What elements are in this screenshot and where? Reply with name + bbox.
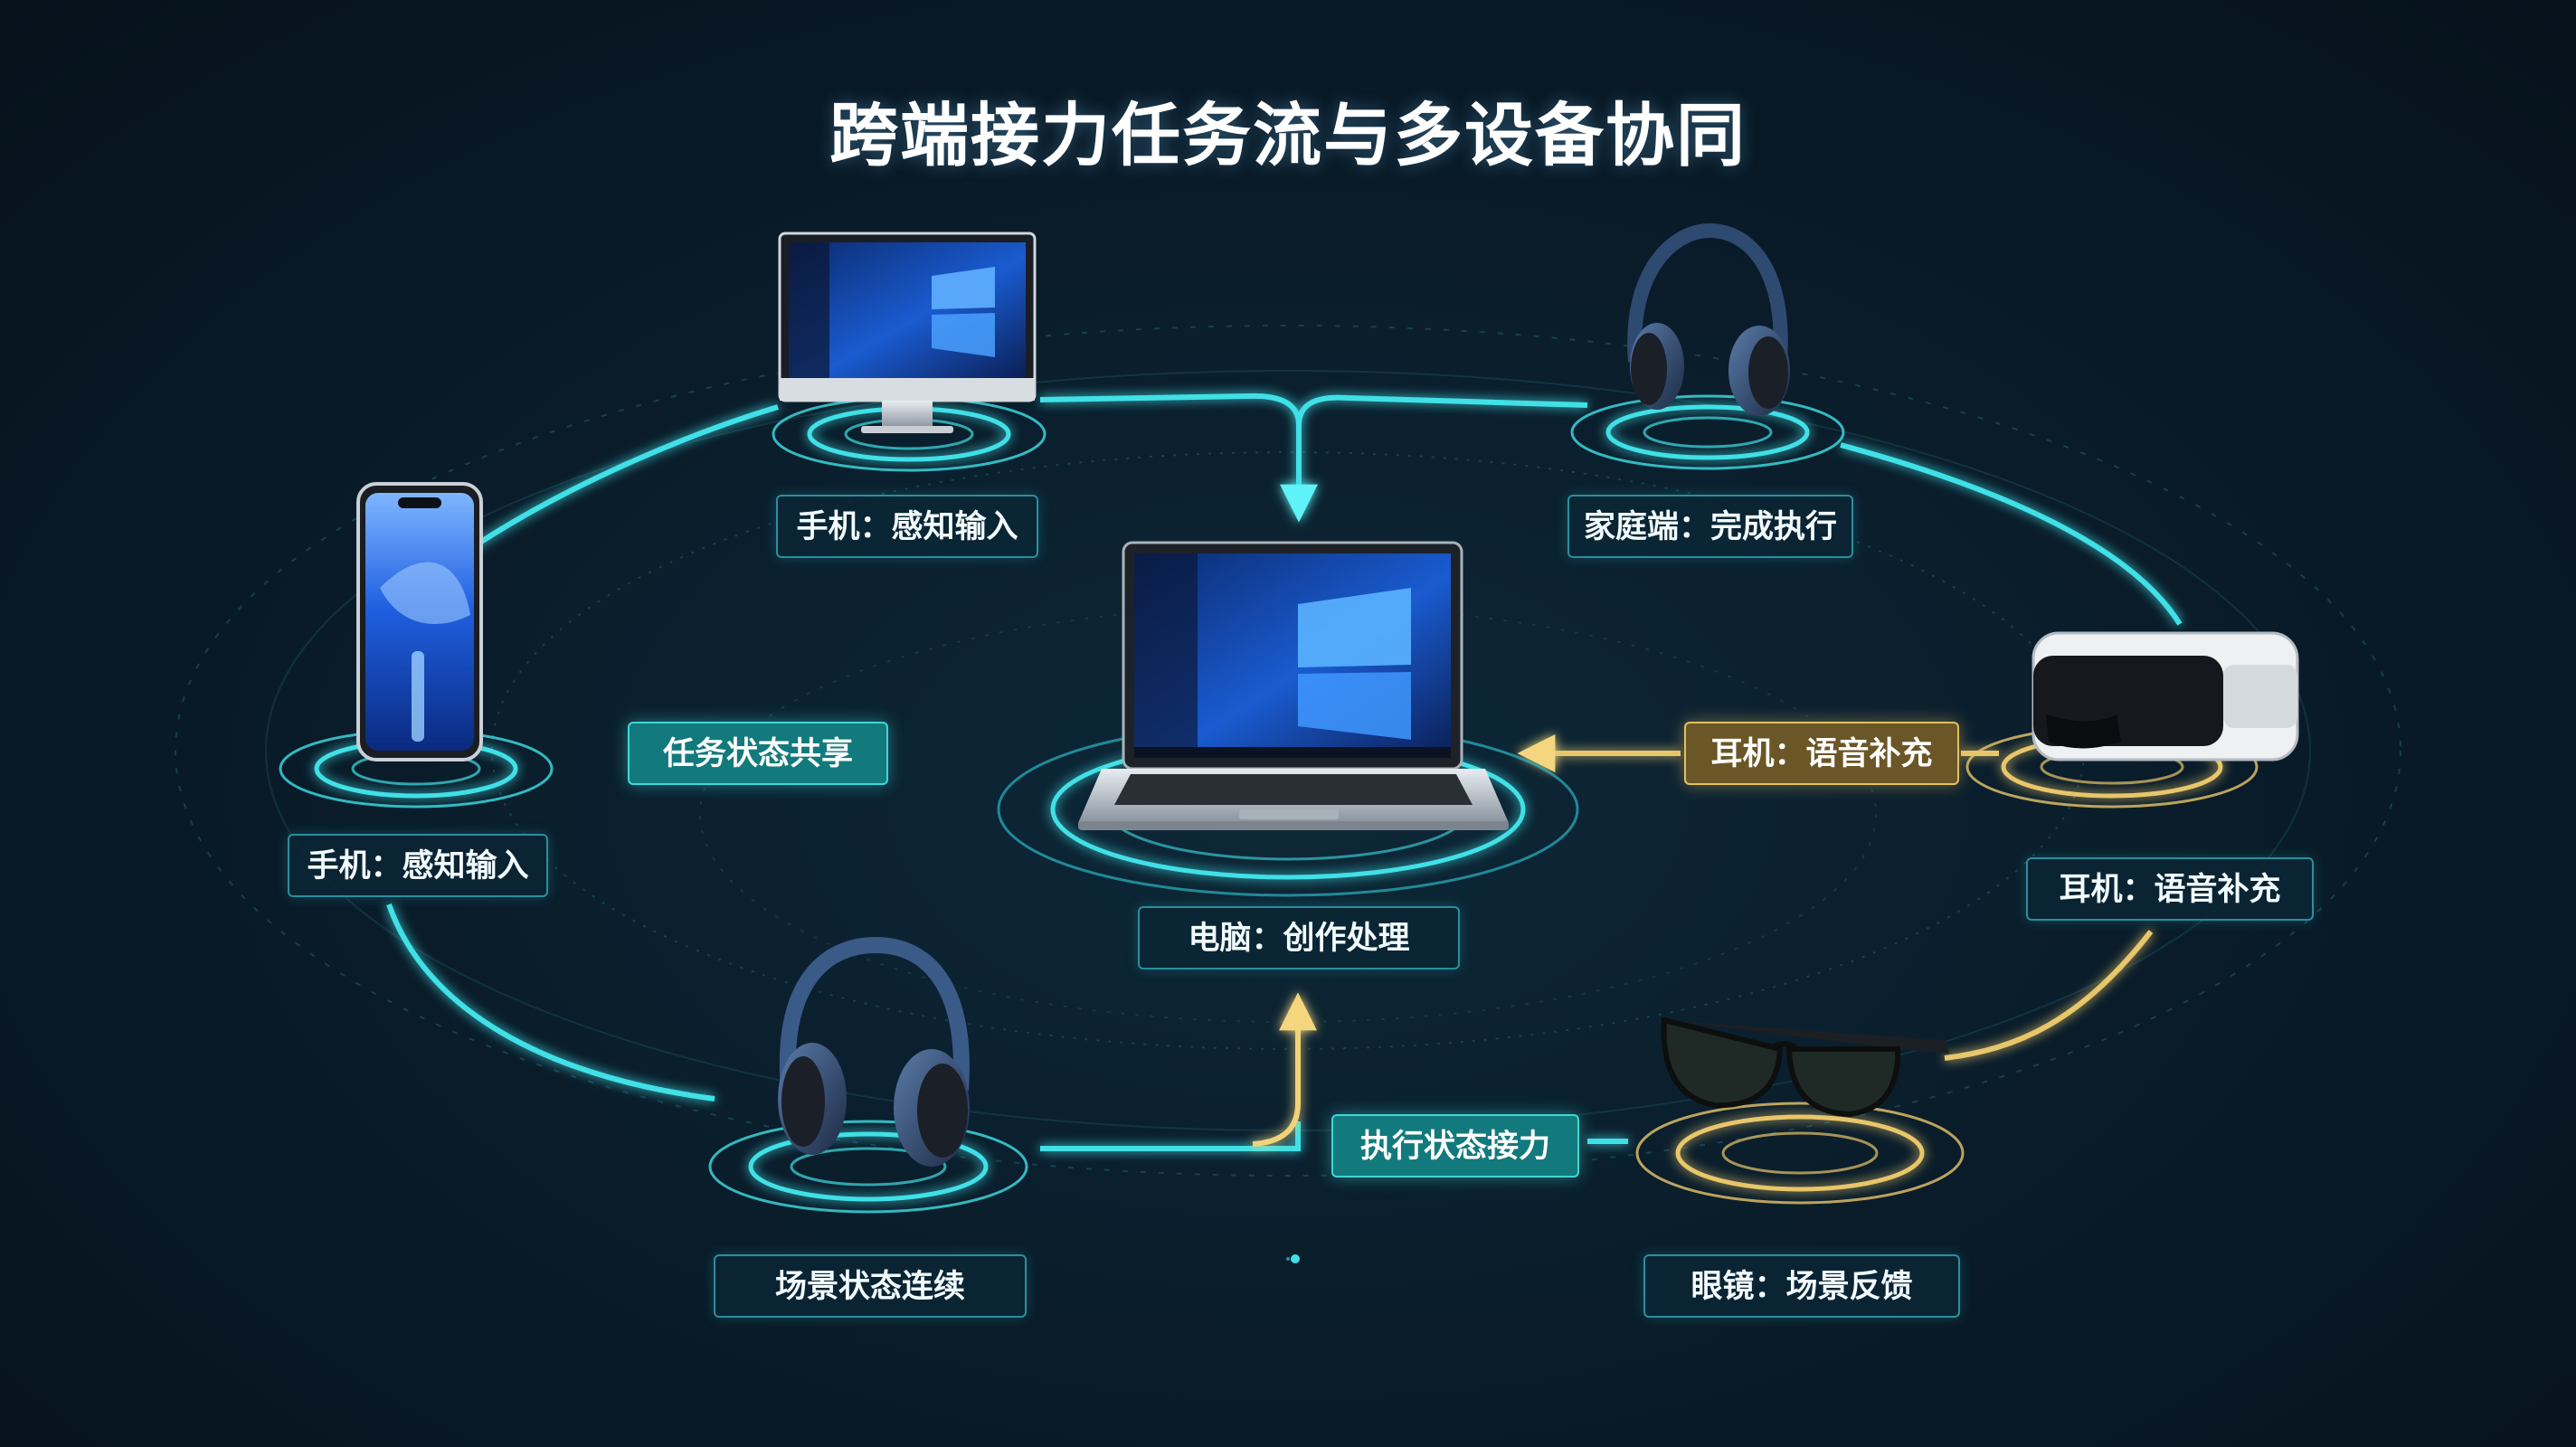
gold-flows <box>1252 734 2154 1147</box>
vr-headset-icon <box>2031 631 2299 761</box>
pedestal-glasses <box>1635 1102 1965 1205</box>
page-title: 跨端接力任务流与多设备协同 <box>829 95 1747 175</box>
label-glasses: 眼镜：场景反馈 <box>1643 1254 1960 1318</box>
flow-exec-relay: 执行状态接力 <box>1331 1114 1579 1177</box>
label-home: 家庭端：完成执行 <box>1567 495 1853 558</box>
phone-icon <box>356 482 483 761</box>
flow-task-share: 任务状态共享 <box>628 722 888 785</box>
laptop-icon <box>1078 541 1509 830</box>
headphones-bottom-icon <box>778 936 970 1167</box>
label-vr: 耳机：语音补充 <box>2026 857 2314 921</box>
pedestal-home <box>1570 394 1845 470</box>
label-desktop: 手机：感知输入 <box>776 495 1038 558</box>
flow-voice-add: 耳机：语音补充 <box>1684 722 1959 785</box>
label-headphones-bottom: 场景状态连续 <box>714 1254 1027 1318</box>
headphones-top-icon <box>1627 222 1790 416</box>
label-phone: 手机：感知输入 <box>288 834 548 897</box>
sunglasses-icon <box>1661 1017 1949 1118</box>
main-loop <box>386 392 2183 1151</box>
pedestal-headphones-bottom <box>708 1120 1028 1214</box>
decorative-dots <box>1286 1254 1300 1263</box>
label-laptop: 电脑：创作处理 <box>1138 906 1460 969</box>
desktop-monitor-icon <box>778 232 1037 433</box>
